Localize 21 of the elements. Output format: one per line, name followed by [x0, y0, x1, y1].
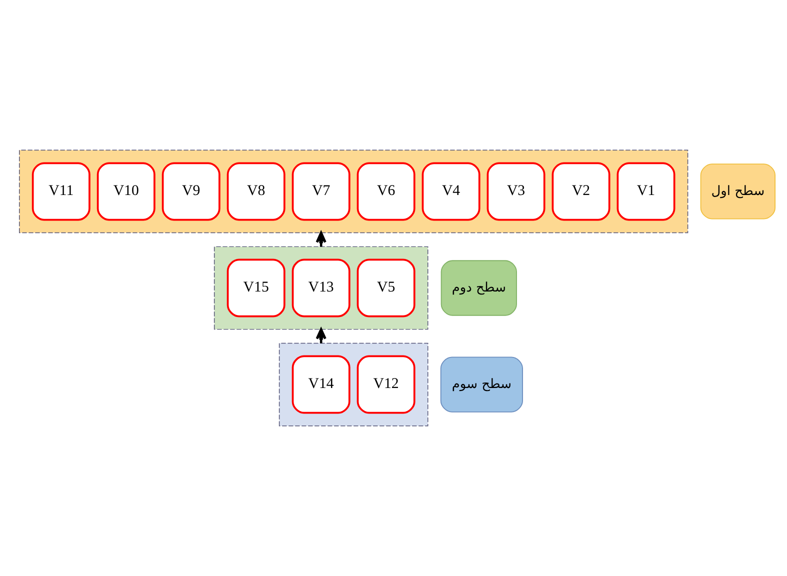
node-box: V3	[486, 162, 546, 221]
node-box: V2	[552, 162, 610, 221]
node-box: V7	[292, 162, 350, 221]
cluster	[214, 246, 428, 330]
cluster	[278, 342, 428, 426]
node-box: سطح دوم	[440, 260, 517, 316]
cluster	[19, 150, 688, 234]
node-box: V1	[616, 162, 676, 221]
node-box: V9	[162, 162, 220, 221]
node-box: V12	[356, 355, 416, 414]
node-box: V10	[96, 162, 156, 221]
node-box: V5	[356, 258, 416, 318]
node-box: V6	[356, 162, 416, 221]
node-box: V14	[292, 355, 350, 414]
node-box: V4	[422, 162, 480, 221]
node-box: V15	[226, 258, 286, 318]
node-box: V11	[32, 162, 90, 221]
node-box: سطح اول	[700, 164, 776, 220]
node-box: V13	[292, 258, 350, 318]
node-box: سطح سوم	[440, 356, 523, 412]
node-box: V8	[226, 162, 286, 221]
